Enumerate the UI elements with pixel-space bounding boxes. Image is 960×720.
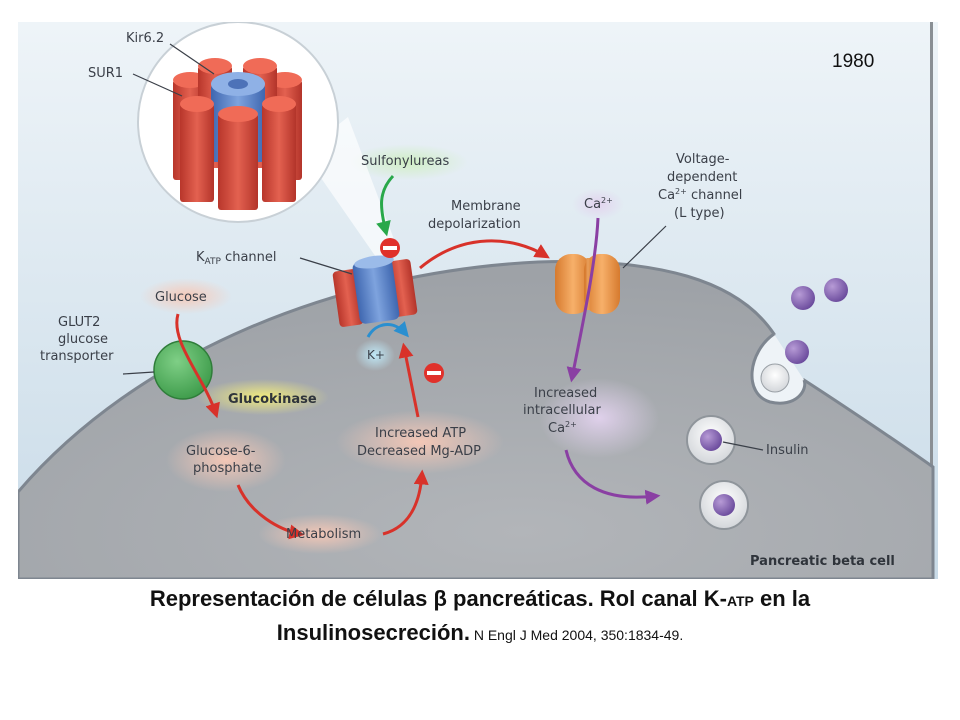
increased-ca-line1: Increased — [534, 386, 597, 401]
ca-top-glow — [572, 188, 624, 220]
atp-line1: Increased ATP — [375, 426, 466, 441]
increased-ca-line3: Ca2+ — [548, 420, 577, 436]
vdcc-line2: dependent — [667, 170, 737, 185]
fusing-vesicle — [760, 363, 790, 393]
beta-symbol: β — [433, 586, 447, 611]
vdcc-line4: (L type) — [674, 206, 725, 221]
secreted-insulin-granule — [785, 340, 809, 364]
caption-reference: N Engl J Med 2004, 350:1834-49. — [469, 627, 684, 643]
kir62-leader — [169, 43, 215, 75]
caption-line-2: Insulinosecreción. N Engl J Med 2004, 35… — [276, 620, 684, 645]
secreted-insulin-granule — [824, 278, 848, 302]
sulfonylurea-arrow — [376, 174, 395, 237]
increased-ca-line2: intracellular — [523, 403, 601, 418]
increased-ca-glow — [539, 378, 659, 458]
sur1-leader — [132, 73, 183, 97]
glut2-line3: transporter — [40, 349, 114, 364]
vdcc-line3: Ca2+ channel — [658, 187, 742, 203]
glucose-label: Glucose — [155, 290, 207, 305]
k-efflux-arrow — [366, 321, 409, 338]
diagram-svg: Kir6.2 SUR1 Sulfonylureas Membrane depol… — [18, 22, 938, 579]
katp-channel — [332, 255, 418, 327]
glut2-line2: glucose — [58, 332, 108, 347]
to-metabolism-arrow — [236, 484, 305, 540]
sulfonylureas-glow — [348, 144, 468, 180]
cell-label: Pancreatic beta cell — [750, 554, 895, 569]
ca-influx-arrow — [566, 217, 600, 383]
metabolism-glow — [258, 514, 382, 554]
insulin-leader — [722, 441, 764, 451]
atp-glow — [336, 410, 504, 474]
katp-octamer — [173, 58, 302, 210]
insulin-granule — [700, 429, 722, 451]
glucokinase-label: Glucokinase — [228, 392, 317, 407]
glut2-transporter — [153, 340, 213, 400]
glut2-leader — [122, 371, 155, 375]
vdcc-line1: Voltage- — [676, 152, 730, 167]
membrane-label: Membrane — [451, 199, 521, 214]
g6p-glow — [166, 428, 286, 492]
inhibit-icon — [380, 238, 400, 258]
g6p-line1: Glucose-6- — [186, 444, 256, 459]
insulin-granule — [713, 494, 735, 516]
kir62-label: Kir6.2 — [126, 31, 164, 46]
secreted-insulin-granule — [791, 286, 815, 310]
g6p-line2: phosphate — [193, 461, 262, 476]
atp-to-channel-arrow — [398, 342, 420, 418]
to-atp-arrow — [382, 469, 429, 536]
atp-line2: Decreased Mg-ADP — [357, 444, 481, 459]
ca-channel-leader — [622, 225, 667, 269]
glucose-entry-arrow — [175, 313, 220, 419]
depolarization-label: depolarization — [428, 217, 521, 232]
glucose-glow — [140, 278, 232, 314]
figure-caption: Representación de células β pancreáticas… — [0, 583, 960, 651]
katp-channel-label: KATP channel — [196, 250, 277, 267]
inhibit-icon — [424, 363, 444, 383]
right-border — [930, 22, 933, 579]
depolarization-arrow — [419, 239, 550, 270]
year-label: 1980 — [832, 51, 875, 72]
ca-to-exocytosis-arrow — [564, 449, 661, 505]
ca-top-label: Ca2+ — [584, 196, 613, 212]
sur1-label: SUR1 — [88, 66, 123, 81]
k-plus-glow — [355, 339, 395, 371]
glut2-line1: GLUT2 — [58, 315, 100, 330]
insulin-label: Insulin — [766, 443, 809, 458]
diagram-figure: Kir6.2 SUR1 Sulfonylureas Membrane depol… — [18, 22, 938, 579]
katp-leader — [299, 257, 353, 275]
sulfonylureas-label: Sulfonylureas — [361, 154, 449, 169]
caption-line-1: Representación de células β pancreáticas… — [149, 586, 811, 611]
glucokinase-glow — [197, 379, 329, 415]
k-plus-label: K+ — [367, 348, 385, 362]
metabolism-label: Metabolism — [286, 527, 361, 542]
